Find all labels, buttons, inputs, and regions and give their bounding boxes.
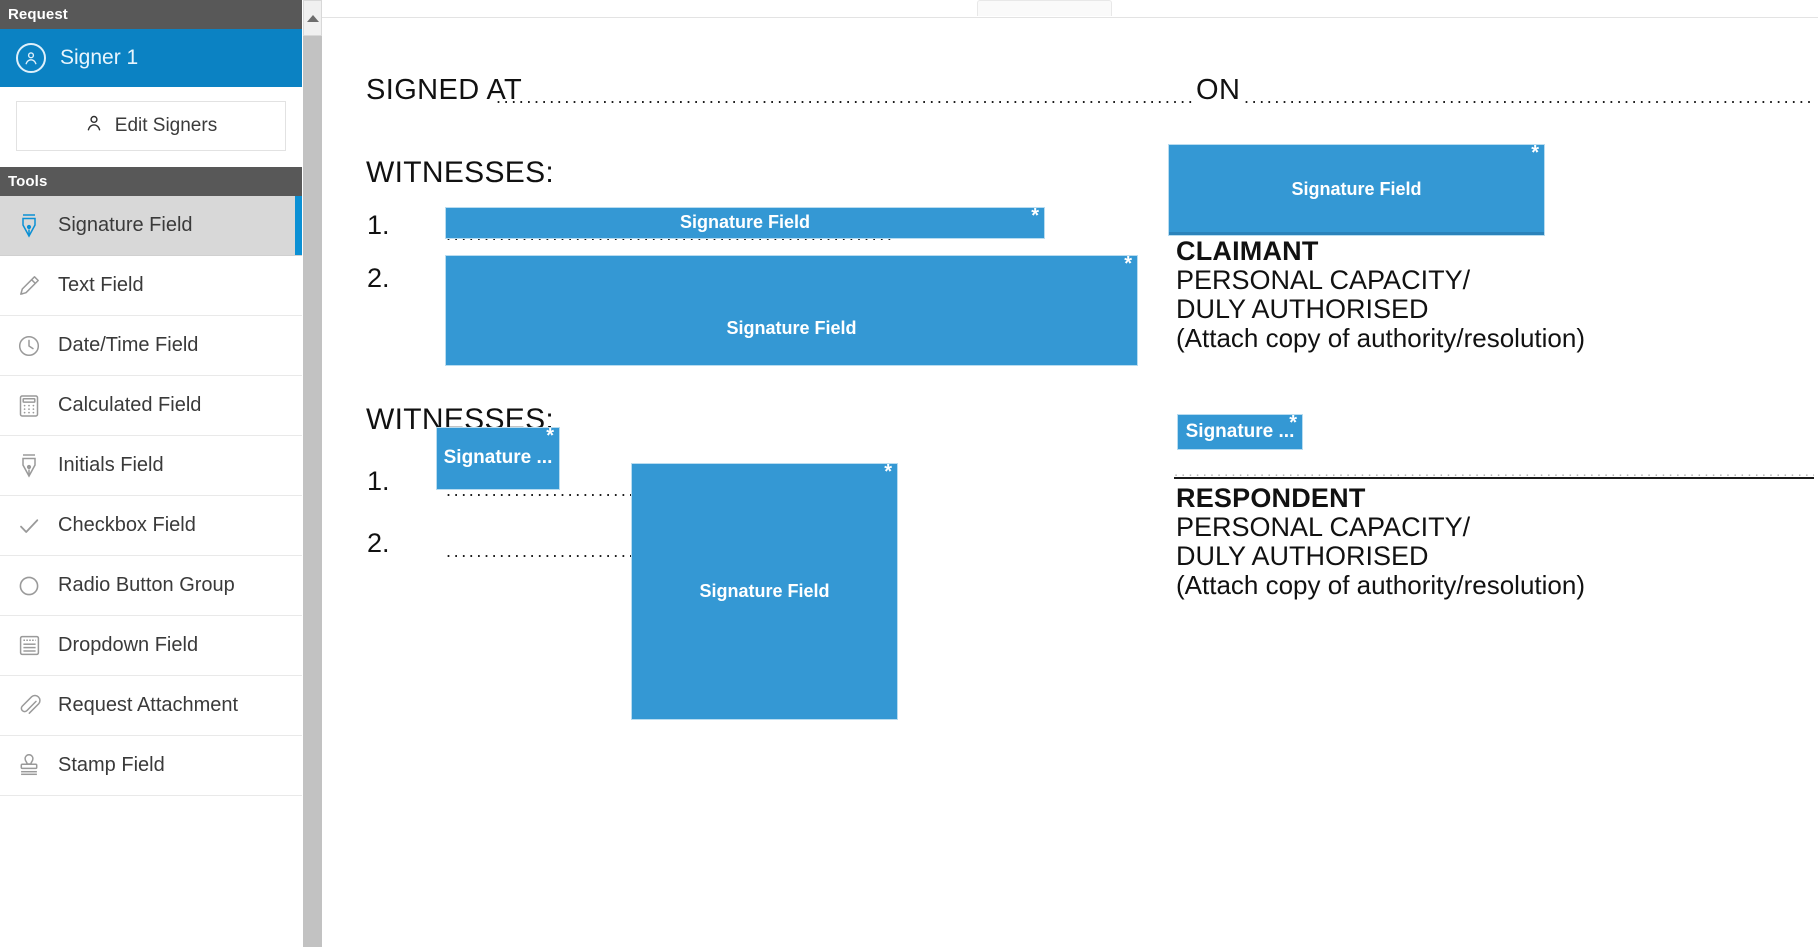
document-viewer: SIGNED AT ..............................… xyxy=(322,0,1818,947)
clock-icon xyxy=(14,331,44,361)
tool-dropdown-field[interactable]: Dropdown Field xyxy=(0,616,302,676)
required-marker: * xyxy=(1531,142,1539,164)
respondent-line-3: (Attach copy of authority/resolution) xyxy=(1176,570,1585,600)
tool-date-time-field[interactable]: Date/Time Field xyxy=(0,316,302,376)
tools-list: Signature Field Text Field xyxy=(0,196,302,796)
claimant-line-1: PERSONAL CAPACITY/ xyxy=(1176,265,1471,295)
field-label: Signature Field xyxy=(726,317,857,338)
field-label: Signature ... xyxy=(443,447,553,469)
tool-checkbox-field[interactable]: Checkbox Field xyxy=(0,496,302,556)
tool-initials-field[interactable]: Initials Field xyxy=(0,436,302,496)
claimant-line-3: (Attach copy of authority/resolution) xyxy=(1176,323,1585,353)
document-page-tab xyxy=(977,0,1112,16)
user-circle-icon xyxy=(16,43,46,73)
stamp-icon xyxy=(14,751,44,781)
tool-stamp-field[interactable]: Stamp Field xyxy=(0,736,302,796)
edit-signers-container: Edit Signers xyxy=(0,87,302,167)
tool-label: Signature Field xyxy=(58,214,193,236)
required-marker: * xyxy=(1031,205,1039,227)
left-sidebar: Request Signer 1 Edit Signers xyxy=(0,0,302,947)
calculator-icon xyxy=(14,391,44,421)
respondent-line-1: PERSONAL CAPACITY/ xyxy=(1176,512,1471,542)
signature-field-respondent[interactable]: Signature ... * xyxy=(1177,412,1303,450)
required-marker: * xyxy=(1124,253,1132,275)
tool-calculated-field[interactable]: Calculated Field xyxy=(0,376,302,436)
claimant-title: CLAIMANT xyxy=(1176,236,1319,266)
sidebar-scrollbar-track[interactable] xyxy=(303,0,322,947)
signature-field-witness-1b[interactable]: Signature ... * xyxy=(436,425,560,490)
respondent-signature-rule xyxy=(1174,477,1814,479)
tool-label: Text Field xyxy=(58,274,144,296)
on-label: ON xyxy=(1196,74,1241,106)
check-icon xyxy=(14,511,44,541)
field-label: Signature Field xyxy=(679,212,811,233)
tool-label: Checkbox Field xyxy=(58,514,196,536)
signer-item-signer-1[interactable]: Signer 1 xyxy=(0,29,302,87)
tool-radio-button-group[interactable]: Radio Button Group xyxy=(0,556,302,616)
signed-at-label: SIGNED AT xyxy=(366,74,523,106)
user-icon xyxy=(85,113,103,139)
witnesses-label-1: WITNESSES: xyxy=(366,156,555,189)
paperclip-icon xyxy=(14,691,44,721)
tool-label: Dropdown Field xyxy=(58,634,199,656)
sidebar-scroll-up-button[interactable] xyxy=(303,0,322,36)
chevron-up-icon xyxy=(306,14,319,22)
respondent-dots: ........................................… xyxy=(1174,464,1814,479)
tool-request-attachment[interactable]: Request Attachment xyxy=(0,676,302,736)
tool-label: Date/Time Field xyxy=(58,334,199,356)
signed-at-dots: ........................................… xyxy=(496,88,1196,106)
field-label: Signature Field xyxy=(1291,179,1422,200)
edit-signers-label: Edit Signers xyxy=(114,115,218,136)
signature-field-witness-2b[interactable]: Signature Field * xyxy=(631,461,898,720)
tool-label: Radio Button Group xyxy=(58,574,235,596)
field-label: Signature ... xyxy=(1185,420,1295,442)
tool-label: Stamp Field xyxy=(58,754,165,776)
witness-item-number-2b: 2. xyxy=(367,528,390,558)
tool-label: Initials Field xyxy=(58,454,164,476)
document-page: SIGNED AT ..............................… xyxy=(334,18,1818,947)
tool-signature-field[interactable]: Signature Field xyxy=(0,196,302,256)
signature-field-claimant[interactable]: Signature Field * xyxy=(1168,142,1545,236)
tool-label: Request Attachment xyxy=(58,694,239,716)
signer-label: Signer 1 xyxy=(60,46,139,69)
claimant-line-2: DULY AUTHORISED xyxy=(1176,294,1429,324)
tools-section-header: Tools xyxy=(0,167,302,196)
tool-text-field[interactable]: Text Field xyxy=(0,256,302,316)
circle-icon xyxy=(14,571,44,601)
pen-nib-icon xyxy=(14,451,44,481)
tool-label: Calculated Field xyxy=(58,394,202,416)
required-marker: * xyxy=(1289,412,1297,434)
pen-nib-icon xyxy=(14,211,44,241)
pencil-icon xyxy=(14,271,44,301)
field-label: Signature Field xyxy=(699,580,830,601)
signature-field-witness-1[interactable]: Signature Field * xyxy=(445,205,1045,239)
required-marker: * xyxy=(884,461,892,483)
document-top-divider xyxy=(322,17,1818,18)
signature-field-witness-2[interactable]: Signature Field * xyxy=(445,253,1138,366)
respondent-title: RESPONDENT xyxy=(1176,483,1366,513)
edit-signers-button[interactable]: Edit Signers xyxy=(16,101,286,151)
witness-item-number-1b: 1. xyxy=(367,466,390,496)
witness-item-number-2: 2. xyxy=(367,263,390,293)
list-box-icon xyxy=(14,631,44,661)
request-section-header: Request xyxy=(0,0,302,29)
on-dots: ........................................… xyxy=(1244,88,1814,106)
witness-item-number-1: 1. xyxy=(367,210,390,240)
respondent-line-2: DULY AUTHORISED xyxy=(1176,541,1429,571)
required-marker: * xyxy=(546,425,554,447)
